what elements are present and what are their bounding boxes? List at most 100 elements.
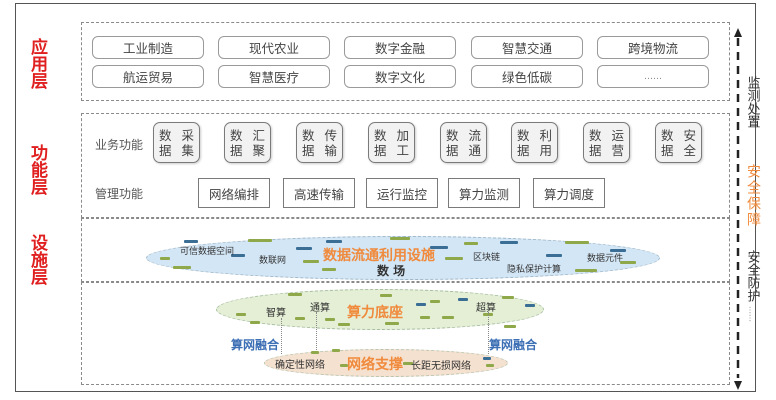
app-item[interactable]: 智慧医疗 xyxy=(218,65,330,88)
deco-bar xyxy=(458,298,468,301)
deco-bar xyxy=(442,316,454,319)
data-circulation-ellipse xyxy=(146,236,660,280)
deco-bar xyxy=(403,362,413,365)
deco-bar xyxy=(380,294,392,297)
deco-bar xyxy=(248,239,272,242)
deco-bar xyxy=(325,318,335,321)
deco-bar xyxy=(173,266,191,269)
facility-upper-box xyxy=(81,218,730,282)
management-item[interactable]: 网络编排 xyxy=(198,178,270,208)
network-support-title: 网络支撑 xyxy=(347,357,403,373)
management-item[interactable]: 运行监控 xyxy=(366,178,438,208)
compute-network-fusion-right: 算网融合 xyxy=(489,338,538,352)
security-protection-text: 安全防护 xyxy=(744,250,760,302)
facility-lower-box xyxy=(81,282,730,385)
business-item[interactable]: 数据安全 xyxy=(655,122,702,163)
app-item[interactable]: 工业制造 xyxy=(92,36,204,59)
business-item[interactable]: 数据汇聚 xyxy=(224,122,271,163)
app-item-more[interactable]: …… xyxy=(597,65,709,88)
tag-blockchain: 区块链 xyxy=(473,253,501,263)
tag-deterministic-network: 确定性网络 xyxy=(275,360,325,371)
business-item[interactable]: 数据加工 xyxy=(368,122,415,163)
connector-line xyxy=(316,312,317,354)
network-support-ellipse xyxy=(264,349,508,377)
business-item-line2: 传输 xyxy=(324,127,337,158)
deco-bar xyxy=(303,260,319,263)
connector-line xyxy=(281,318,282,354)
tag-data-network: 数联网 xyxy=(259,256,287,266)
deco-bar xyxy=(390,237,410,240)
compute-base-title: 算力底座 xyxy=(347,305,403,321)
deco-bar xyxy=(430,246,448,249)
layer-label-function: 功能层 xyxy=(27,144,48,195)
deco-bar xyxy=(296,247,312,250)
tag-long-distance-lossless-network: 长距无损网络 xyxy=(411,361,471,372)
business-item[interactable]: 数据采集 xyxy=(153,122,200,163)
deco-bar xyxy=(620,261,636,264)
side-ellipsis: …… xyxy=(744,306,760,327)
layer-label-application: 应用层 xyxy=(27,38,48,89)
tag-intelligent-compute: 智算 xyxy=(266,308,286,319)
deco-bar xyxy=(504,325,516,328)
business-item-line1: 数据 xyxy=(588,127,602,158)
monitor-dispose-label: 监测处置 xyxy=(744,76,760,132)
app-item[interactable]: 数字金融 xyxy=(344,36,456,59)
business-item-line1: 数据 xyxy=(516,127,530,158)
tag-data-element: 数据元件 xyxy=(587,254,624,264)
deco-bar xyxy=(322,268,336,271)
tag-privacy-computing: 隐私保护计算 xyxy=(507,265,562,275)
application-layer-text: 应用层 xyxy=(27,38,47,89)
deco-bar xyxy=(610,249,626,252)
business-item-line2: 采集 xyxy=(181,127,194,158)
app-item[interactable]: 跨境物流 xyxy=(597,36,709,59)
business-item-line2: 汇聚 xyxy=(252,127,265,158)
side-ellipsis-text: …… xyxy=(747,306,757,322)
deco-bar xyxy=(486,364,494,367)
business-item[interactable]: 数据利用 xyxy=(511,122,558,163)
app-item[interactable]: 数字文化 xyxy=(344,65,456,88)
deco-bar xyxy=(236,313,246,316)
deco-bar xyxy=(445,257,463,260)
app-item[interactable]: 智慧交通 xyxy=(471,36,583,59)
deco-bar xyxy=(326,240,342,243)
business-item-line1: 数据 xyxy=(373,127,387,158)
business-item-line2: 利用 xyxy=(539,127,552,158)
data-circulation-title: 数据流通利用设施 xyxy=(323,248,435,264)
deco-bar xyxy=(295,317,305,320)
management-function-label: 管理功能 xyxy=(95,187,144,201)
deco-bar xyxy=(575,269,597,272)
deco-bar xyxy=(420,316,430,319)
deco-bar xyxy=(332,349,340,352)
tag-super-compute: 超算 xyxy=(476,303,496,314)
deco-bar xyxy=(416,303,426,306)
deco-bar xyxy=(464,242,478,245)
deco-bar xyxy=(430,300,440,303)
deco-bar xyxy=(483,357,491,360)
deco-bar xyxy=(502,296,514,299)
function-layer-text: 功能层 xyxy=(27,144,47,195)
deco-bar xyxy=(500,241,518,244)
security-guarantee-text: 安全保障 xyxy=(745,164,761,228)
business-item[interactable]: 数据流通 xyxy=(440,122,487,163)
deco-bar xyxy=(385,322,399,325)
business-item[interactable]: 数据运营 xyxy=(583,122,630,163)
app-item[interactable]: 航运贸易 xyxy=(92,65,204,88)
deco-bar xyxy=(546,254,562,257)
app-item[interactable]: 现代农业 xyxy=(218,36,330,59)
business-item-line2: 运营 xyxy=(611,127,624,158)
data-field-label: 数 场 xyxy=(377,264,406,278)
deco-bar xyxy=(231,254,245,257)
app-item[interactable]: 绿色低碳 xyxy=(471,65,583,88)
management-item[interactable]: 高速传输 xyxy=(283,178,355,208)
deco-bar xyxy=(338,323,350,326)
business-item[interactable]: 数据传输 xyxy=(296,122,343,163)
security-protection-label: 安全防护 xyxy=(744,250,760,306)
bidirectional-arrow-icon xyxy=(734,28,742,390)
monitor-dispose-text: 监测处置 xyxy=(744,76,760,128)
management-item[interactable]: 算力监测 xyxy=(448,178,520,208)
tag-general-compute: 通算 xyxy=(310,303,330,314)
deco-bar xyxy=(525,304,535,307)
facility-layer-text: 设施层 xyxy=(27,234,47,285)
deco-bar xyxy=(160,257,170,260)
management-item[interactable]: 算力调度 xyxy=(533,178,605,208)
